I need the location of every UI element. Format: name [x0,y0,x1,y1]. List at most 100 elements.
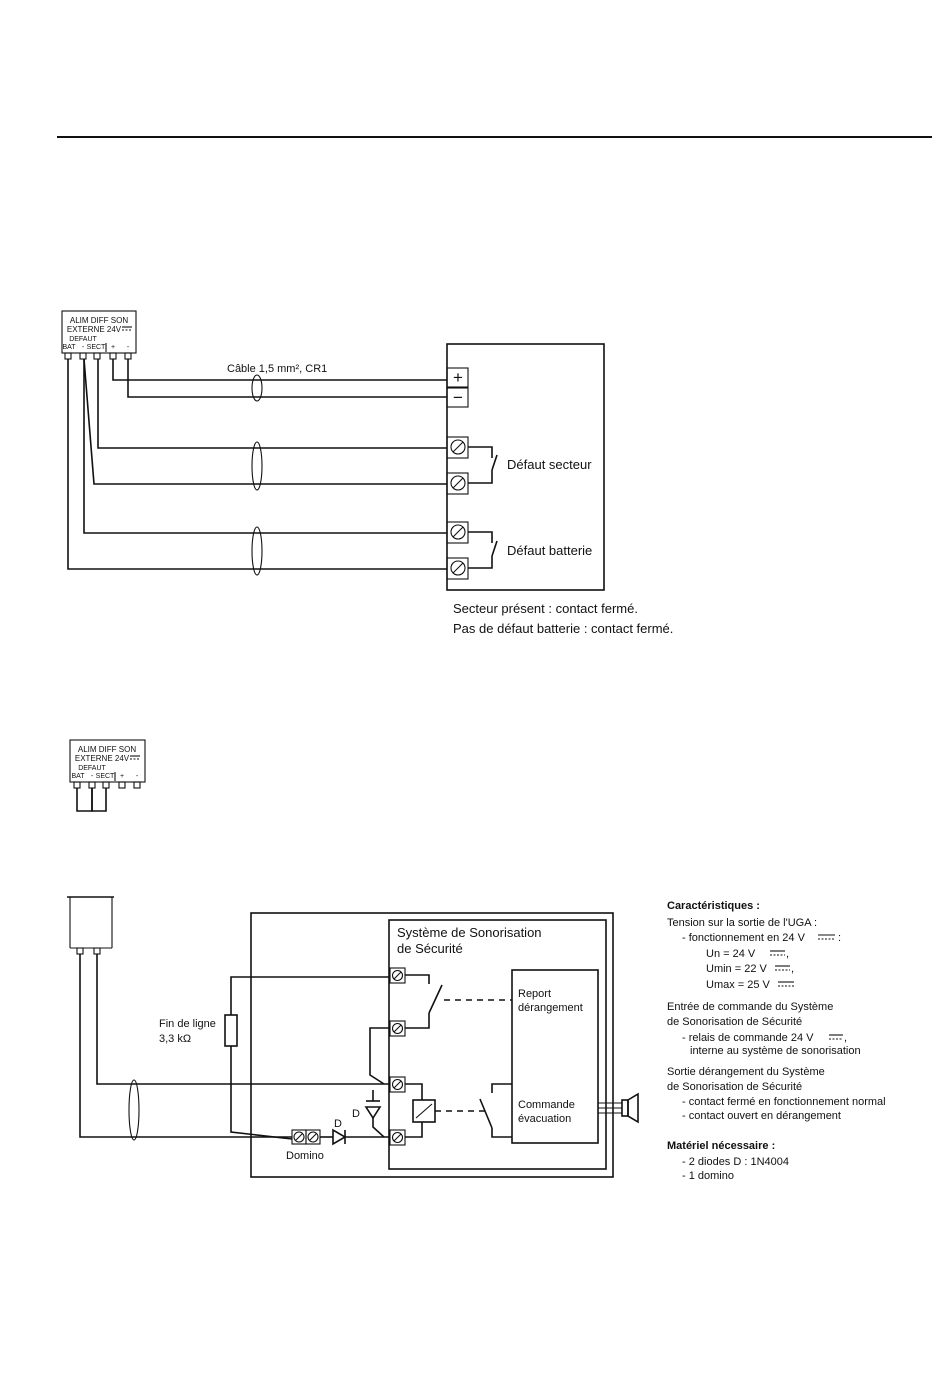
label-defaut-secteur: Défaut secteur [507,457,592,472]
strap-sect [91,788,107,812]
sys-terminal-3 [389,1076,406,1093]
screw-terminal-batterie-2 [446,557,469,580]
specifications: Caractéristiques : Tension sur la sortie… [667,900,886,1182]
commande-label-2: évacuation [518,1113,571,1125]
spec-entree-2: de Sonorisation de Sécurité [667,1016,802,1028]
sys-terminal-4 [389,1129,406,1146]
dc-symbol-4 [770,950,785,956]
system-title-1: Système de Sonorisation [397,925,542,940]
screw-terminal-batterie-1 [446,521,469,544]
spec-fonctionnement: - fonctionnement en 24 V [682,932,806,944]
diode-series-icon [332,1128,347,1146]
dc-symbol-2 [130,755,140,760]
svg-text:,: , [844,1032,847,1044]
spec-sortie-2: de Sonorisation de Sécurité [667,1081,802,1093]
wire-sect-1 [97,359,447,449]
wire-bat-2 [67,359,447,570]
minus-terminal-box [446,387,469,408]
report-contact-top [405,974,430,984]
wire-plus [112,359,447,381]
dc-symbol-7 [829,1034,843,1040]
outer-cabinet [250,912,614,1178]
cable-marker-2 [251,441,263,491]
terminal-minus2 [124,352,132,360]
module2-defaut: DEFAUT [78,765,106,772]
domino-label: Domino [286,1150,324,1162]
module2-line1: ALIM DIFF SON [78,745,136,754]
spec-entree-1: Entrée de commande du Système [667,1001,833,1013]
wire-line-plus [96,954,390,1085]
contact-batterie [468,531,498,569]
wire-end-of-line-top [230,976,390,1015]
spec-relais-1: - relais de commande 24 V [682,1032,814,1044]
speaker-icon [621,1092,639,1124]
module2-bat: BAT [71,773,85,780]
wire-sect-2 [83,358,447,485]
wire-loop [369,1027,390,1085]
svg-text::: : [838,932,841,944]
module2-line2: EXTERNE 24V [75,754,130,763]
cable-marker-3 [251,526,263,576]
module2-minus1: - [91,773,94,780]
report-label-2: dérangement [518,1002,583,1014]
sys-terminal-2 [389,1020,406,1037]
module2-sect: SECT [96,773,115,780]
commande-label-1: Commande [518,1099,575,1111]
evac-contact-blade [479,1098,493,1129]
spec-umin: Umin = 22 V [706,963,767,975]
module-sect: SECT [87,344,106,351]
wire-line-minus [79,954,292,1138]
terminal-plus [109,352,117,360]
equipment-box [446,343,605,591]
module-line2: EXTERNE 24V [67,325,122,334]
domino [291,1129,321,1145]
resistance-value: 3,3 kΩ [159,1033,191,1045]
spec-domino: - 1 domino [682,1170,734,1182]
diode-label-2: D [352,1108,360,1120]
plus-terminal-box [446,367,469,388]
module-minus2: - [127,344,130,351]
spec-materiel: Matériel nécessaire : [667,1140,775,1152]
module-bat: BAT [62,344,76,351]
diagram-sound-system: Système de Sonorisation de Sécurité Repo… [67,896,639,1178]
cable-label: Câble 1,5 mm², CR1 [227,363,327,375]
svg-text:,: , [791,963,794,975]
diagram-alarm-wiring: ALIM DIFF SON EXTERNE 24V DEFAUT BAT - S… [61,310,673,636]
svg-text:,: , [786,948,789,960]
spec-title: Caractéristiques : [667,900,760,912]
wire-minus [127,359,447,398]
screw-terminal-secteur-2 [446,472,469,495]
report-contact-blade [428,984,443,1014]
cable-marker-4 [128,1079,140,1141]
cable-marker-1 [251,374,263,402]
spec-un: Un = 24 V [706,948,756,960]
strap-bat [76,788,93,812]
dc-symbol [122,326,132,331]
dc-symbol-3 [818,934,835,940]
spec-umax: Umax = 25 V [706,979,771,991]
spec-diodes: - 2 diodes D : 1N4004 [682,1156,789,1168]
terminal-bat [64,352,72,360]
module2-plus: + [120,773,124,780]
module-minus1: - [82,344,85,351]
module-plus: + [111,344,115,351]
module-defaut: DEFAUT [69,336,97,343]
terminal-minus [79,352,87,360]
spec-relais-2: interne au système de sonorisation [690,1045,861,1057]
note-secteur: Secteur présent : contact fermé. [453,601,638,616]
terminal-sect [93,352,101,360]
screw-terminal-secteur-1 [446,436,469,459]
wire-end-of-line-bottom [230,1046,293,1140]
report-contact-bottom [405,1013,430,1029]
spec-ferme: - contact fermé en fonctionnement normal [682,1096,886,1108]
sys-terminal-1 [389,967,406,984]
wire-bat-1 [83,359,447,534]
diode-parallel-icon [364,1106,382,1120]
module2-minus2: - [136,773,139,780]
fin-de-ligne-label: Fin de ligne [159,1018,216,1030]
minus-terminal: − [453,388,463,407]
note-batterie: Pas de défaut batterie : contact fermé. [453,621,673,636]
system-title-2: de Sécurité [397,941,463,956]
diagram-strap-config: ALIM DIFF SON EXTERNE 24V DEFAUT BAT - S… [69,739,146,812]
